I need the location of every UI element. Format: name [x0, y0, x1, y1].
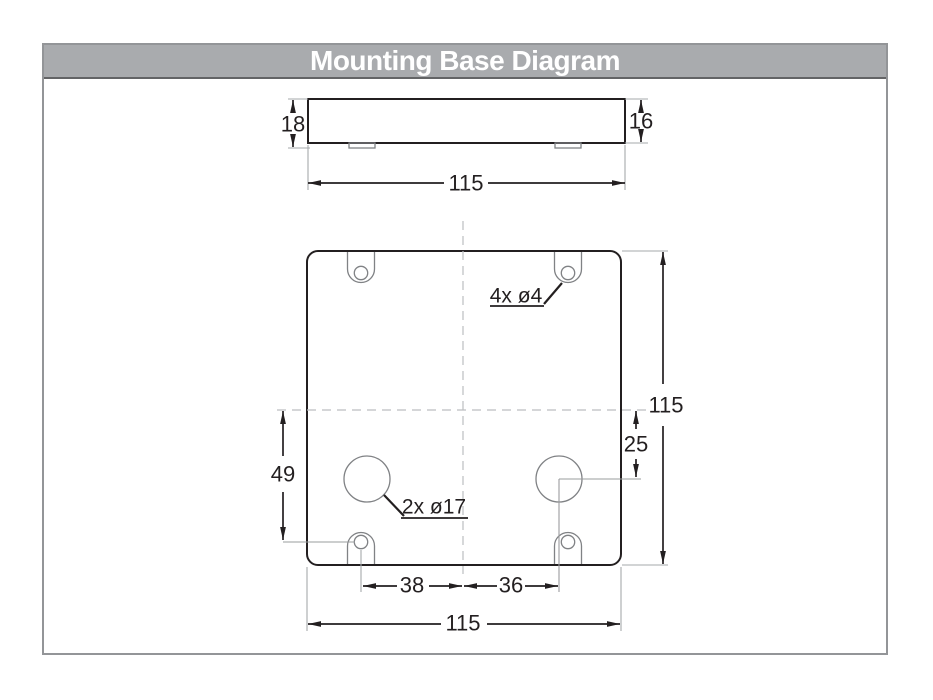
boss-bottom-left: [346, 531, 376, 564]
large-holes-leader-line: [383, 494, 405, 517]
small-hole-bottom-right: [560, 534, 576, 550]
large-hole-left: [343, 455, 391, 503]
dim-side-height-overall-text: 18: [281, 112, 305, 137]
page-title: Mounting Base Diagram: [310, 45, 620, 76]
dim-small-hole-right-text: 36: [499, 573, 523, 598]
small-holes-label: 4x ø4: [490, 285, 543, 308]
plan-view: 115 25 49 38 36 115: [271, 221, 684, 636]
dim-plan-width-text: 115: [445, 611, 480, 636]
boss-bottom-right: [553, 531, 583, 564]
mounting-bosses: [346, 252, 583, 564]
dim-side-height-overall: 18: [281, 100, 305, 147]
dim-side-width-text: 115: [448, 171, 483, 196]
small-hole-top-right: [560, 265, 576, 281]
small-hole-top-left: [353, 265, 369, 281]
title-bar: Mounting Base Diagram: [44, 45, 886, 79]
small-holes-callout: 4x ø4: [490, 282, 563, 308]
dim-center-to-large-hole-text: 25: [624, 432, 648, 457]
side-view-foot-right: [554, 142, 582, 149]
centerlines: [277, 221, 648, 574]
dim-small-hole-right: 36: [464, 573, 558, 598]
large-holes-label: 2x ø17: [402, 496, 466, 519]
dim-center-to-small-hole-text: 49: [271, 462, 295, 487]
dim-small-hole-left-text: 38: [400, 573, 424, 598]
large-holes-callout: 2x ø17: [383, 494, 468, 519]
boss-top-left: [346, 252, 376, 284]
plan-view-plate: [306, 250, 622, 566]
boss-top-right: [553, 252, 583, 284]
dim-center-to-large-hole: 25: [624, 411, 648, 477]
side-view-foot-left: [348, 142, 376, 149]
plan-extension-lines: [283, 250, 668, 631]
dim-center-to-small-hole: 49: [271, 411, 295, 540]
dim-side-width: 115: [308, 171, 625, 196]
dim-plan-height: 115: [648, 252, 684, 564]
small-holes-leader-line: [543, 282, 563, 305]
dim-side-height-body: 16: [629, 100, 653, 142]
side-view-body: [307, 98, 626, 144]
side-view: 18 16 115: [281, 98, 653, 196]
dim-small-hole-left: 38: [363, 573, 462, 598]
dim-side-height-body-text: 16: [629, 109, 653, 134]
dim-plan-height-text: 115: [648, 393, 683, 418]
dim-plan-width: 115: [308, 611, 620, 636]
